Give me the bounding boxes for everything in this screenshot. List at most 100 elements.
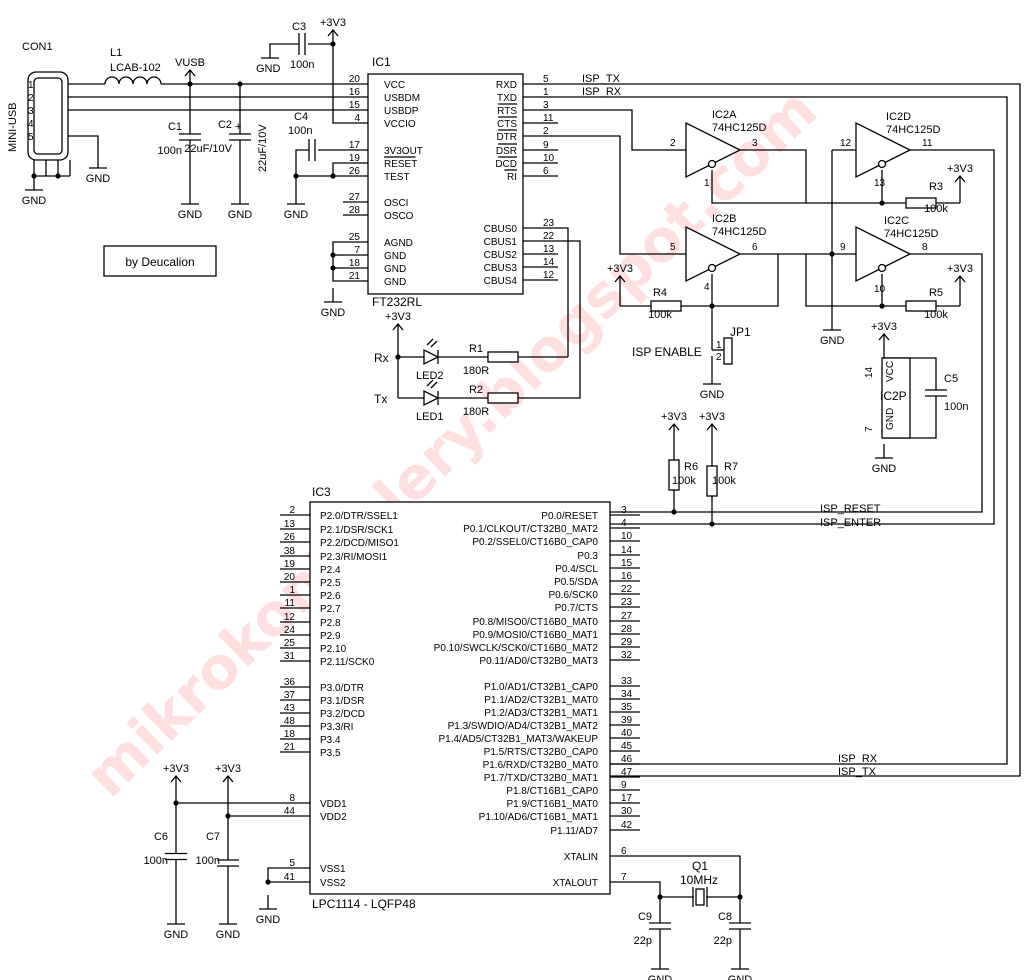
isp-tx-net — [558, 83, 1021, 777]
ic1-pin-number: 9 — [543, 140, 549, 151]
ic3-pin-number: 23 — [621, 597, 633, 608]
ic3-pin-name: P3.5 — [320, 748, 341, 759]
ic3-pin-number: 15 — [621, 558, 633, 569]
buffer-pin-number: 11 — [922, 138, 933, 149]
junction-dot — [737, 894, 743, 900]
junction-dot — [709, 521, 715, 527]
connector-pin-number: 4 — [28, 119, 34, 130]
ic1-ref: IC1 — [372, 55, 391, 69]
buffer-ref: IC2B — [712, 213, 736, 225]
enable-bubble — [877, 263, 887, 273]
isp-rx-net — [558, 96, 1008, 765]
ic1-pin-name: CBUS1 — [484, 237, 518, 248]
power-arrow-symbol — [327, 28, 339, 37]
ic3-pin-number: 7 — [621, 872, 627, 883]
ic3-pin-number: 25 — [284, 638, 296, 649]
ground-label: GND — [700, 389, 725, 401]
ic1-pin-name: DSR — [496, 146, 517, 157]
resistor-body — [706, 465, 718, 497]
ic2p-pin: 7 — [864, 426, 875, 432]
ic2b-out-wire — [712, 253, 779, 307]
ic3-pin-name: P2.0/DTR/SSEL1 — [320, 511, 398, 522]
capacitor-value: 100n — [196, 855, 220, 867]
ic3-pin-number: 17 — [621, 793, 633, 804]
ground-label: GND — [22, 195, 47, 207]
buffer-pin-number: 6 — [752, 242, 758, 253]
resistor-ref: R1 — [469, 343, 483, 355]
resistor-value: 100k — [712, 475, 736, 487]
resistor-value: 180R — [463, 406, 489, 418]
led-light-arrow — [430, 381, 438, 389]
ic1-pin-number: 7 — [354, 245, 360, 256]
capacitor-value: 100n — [158, 145, 182, 157]
ic3-pin-name: P3.0/DTR — [320, 683, 364, 694]
enable-bubble — [877, 159, 887, 169]
ic3-pin-number: 39 — [621, 715, 633, 726]
ic3-pin-number: 42 — [621, 820, 633, 831]
ic3-pin-number: 43 — [284, 703, 296, 714]
resistor-value: 100k — [924, 203, 948, 215]
capacitor-ref: C3 — [292, 21, 306, 33]
ic3-part: LPC1114 - LQFP48 — [312, 897, 416, 911]
capacitor-ref: C4 — [294, 111, 308, 123]
resistor-ref: R6 — [684, 461, 698, 473]
power-label: +3V3 — [947, 163, 973, 175]
isp-reset-net — [610, 253, 983, 513]
ic3-pin-name: P0.11/AD0/CT32B0_MAT3 — [479, 656, 598, 667]
ic3-pin-number: 22 — [621, 584, 633, 595]
ic3-pin-number: 9 — [621, 780, 627, 791]
resistor-ref: R2 — [469, 384, 483, 396]
connector-pin-number: 1 — [28, 80, 34, 91]
resistor-body — [668, 459, 680, 491]
resistor-body — [487, 351, 519, 363]
ic1-pin-name: RI — [507, 172, 517, 183]
signal-label: Tx — [374, 392, 387, 406]
ic3-pin-name: P3.3/RI — [320, 722, 353, 733]
ic3-pin-name: VSS2 — [320, 878, 346, 889]
ic3-pin-name: P2.8 — [320, 618, 341, 629]
usb-connector-body — [27, 71, 69, 161]
ic3-pin-number: 10 — [621, 531, 633, 542]
net-label: ISP_RX — [582, 86, 622, 98]
jumper-ref: JP1 — [730, 325, 751, 339]
ic3-pin-name: VSS1 — [320, 864, 346, 875]
ic3-pin-name: P0.2/SSEL0/CT16B0_CAP0 — [472, 537, 598, 548]
ground-label: GND — [728, 974, 753, 980]
ic3-ref: IC3 — [312, 485, 331, 499]
ic3-pin-number: 35 — [621, 702, 633, 713]
ic3-pin-number: 48 — [284, 716, 296, 727]
junction-dot — [187, 81, 193, 87]
power-arrow-symbol — [668, 422, 680, 431]
buffer-part: 74HC125D — [884, 228, 938, 240]
ic3-pin-number: 16 — [621, 571, 633, 582]
ic3-pin-name: P1.0/AD1/CT32B1_CAP0 — [484, 682, 598, 693]
ground-label: GND — [284, 209, 309, 221]
ic3-pin-number: 14 — [621, 545, 633, 556]
ic3-pin-number: 40 — [621, 728, 633, 739]
junction-dot — [330, 252, 336, 258]
jumper-body — [723, 337, 733, 365]
ic3-pin-number: 38 — [284, 546, 296, 557]
junction-dot — [671, 509, 677, 515]
ic3-pin-number: 27 — [621, 611, 633, 622]
net-label: ISP_RX — [838, 753, 878, 765]
junction-dot — [330, 265, 336, 271]
ic3-pin-name: P1.6/RXD/CT32B0_MAT0 — [483, 760, 599, 771]
ic1-pin-number: 25 — [349, 232, 361, 243]
inductor-coil — [104, 76, 162, 85]
ic1-pin-name: AGND — [384, 238, 413, 249]
power-arrow-symbol — [954, 174, 966, 183]
ic3-pin-number: 3 — [621, 505, 627, 516]
isp-enter-net — [610, 149, 995, 525]
ic3-pin-number: 20 — [284, 572, 296, 583]
ic3-pin-number: 24 — [284, 625, 296, 636]
ic1-pin-number: 17 — [349, 140, 361, 151]
crystal-body — [695, 888, 705, 906]
capacitor-value: 100n — [290, 59, 314, 71]
junction-dot — [657, 894, 663, 900]
enable-bubble — [707, 159, 717, 169]
led-light-arrow — [426, 379, 434, 387]
ic1-pin-number: 21 — [349, 271, 361, 282]
crystal-value: 10MHz — [680, 873, 718, 887]
ic3-pin-number: 28 — [621, 624, 633, 635]
